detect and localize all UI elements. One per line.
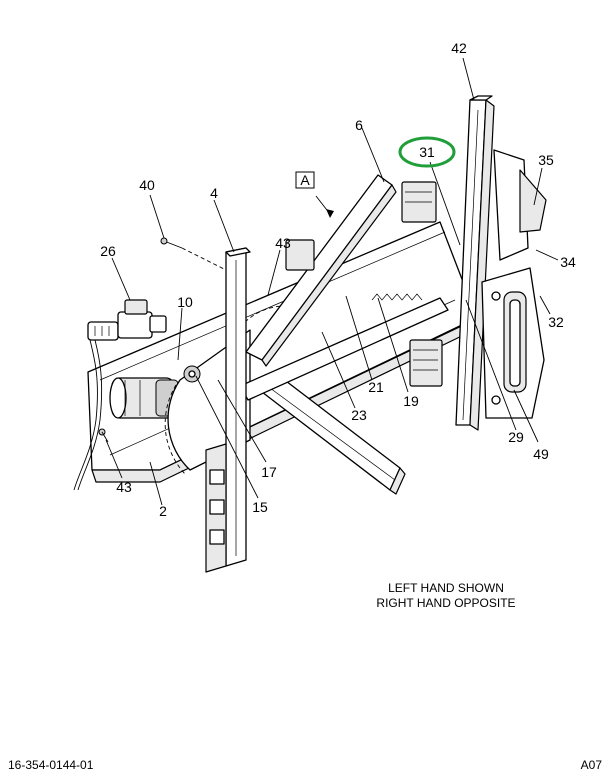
glass-run-channel <box>455 95 495 431</box>
view-a-marker: A <box>295 171 334 218</box>
lift-arm-upper <box>245 174 397 367</box>
note-line-2: RIGHT HAND OPPOSITE <box>376 596 515 610</box>
callout-29: 29 <box>508 429 524 445</box>
callout-43-upper: 43 <box>275 235 291 251</box>
callout-10: 10 <box>177 294 193 310</box>
callout-26: 26 <box>100 243 116 259</box>
callout-43-lower: 43 <box>116 479 132 495</box>
callout-35: 35 <box>538 152 554 168</box>
leader-lines <box>105 57 559 506</box>
callout-19: 19 <box>403 393 419 409</box>
callout-4: 4 <box>210 185 218 201</box>
callout-6: 6 <box>355 117 363 133</box>
callout-17: 17 <box>261 464 277 480</box>
view-a-label: A <box>300 172 310 188</box>
sheet-code: A07 <box>581 758 603 772</box>
callout-23: 23 <box>351 407 367 423</box>
callout-21: 21 <box>368 379 384 395</box>
callout-49: 49 <box>533 446 549 462</box>
callout-34: 34 <box>560 254 576 270</box>
callout-2: 2 <box>159 503 167 519</box>
guide-clips <box>285 181 443 387</box>
orientation-note: LEFT HAND SHOWN RIGHT HAND OPPOSITE <box>376 581 515 610</box>
callout-15: 15 <box>252 499 268 515</box>
highlight-ellipse <box>398 136 456 168</box>
counterbalance-spring <box>371 293 423 301</box>
callout-labels: 42 6 31 35 40 4 43 34 26 10 32 21 19 23 … <box>100 40 576 519</box>
callout-31: 31 <box>419 144 435 160</box>
callout-32: 32 <box>548 314 564 330</box>
callout-42: 42 <box>451 40 467 56</box>
screw-40 <box>160 237 227 271</box>
screw-43-lower <box>98 428 109 443</box>
callout-40: 40 <box>139 177 155 193</box>
wire-harness <box>73 299 167 491</box>
note-line-1: LEFT HAND SHOWN <box>388 581 504 595</box>
latch-assembly <box>481 149 547 419</box>
drawing-number: 16-354-0144-01 <box>8 758 94 772</box>
vertical-guide-channel <box>205 247 251 573</box>
